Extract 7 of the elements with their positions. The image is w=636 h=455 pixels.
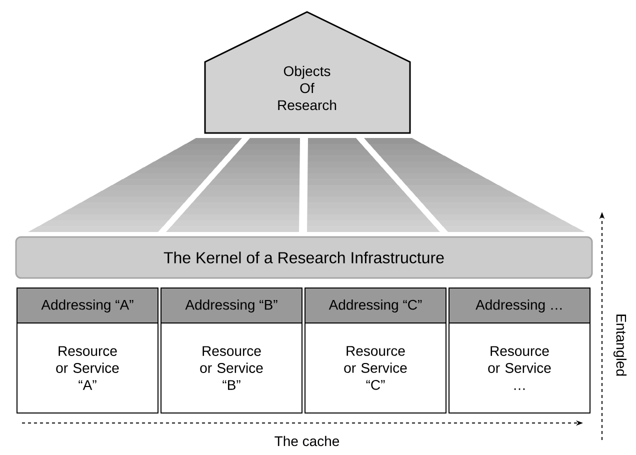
axis-label: The cache: [274, 436, 340, 446]
axis-label: Entangled: [614, 314, 627, 376]
kernel-bar: The Kernel of a Research Infrastructure: [15, 236, 593, 279]
service-column: Addressing “A” Resource or Service “A”: [16, 288, 158, 414]
service-column: Addressing “B” Resource or Service “B”: [160, 288, 302, 414]
service-column: Addressing … Resource or Service …: [448, 288, 590, 414]
service-column: Addressing “C” Resource or Service “C”: [304, 288, 446, 414]
